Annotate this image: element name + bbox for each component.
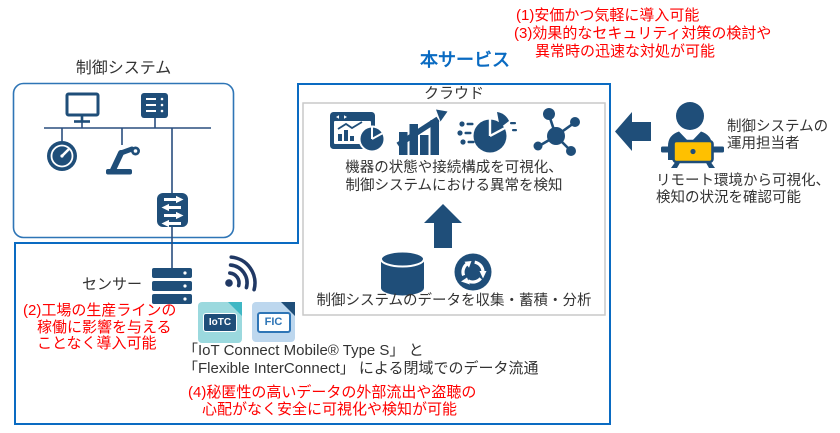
operator-desc-line1: リモート環境から可視化、 bbox=[656, 173, 830, 189]
operator-role-line2: 運用担当者 bbox=[727, 135, 800, 152]
bar-chart-growth-icon bbox=[396, 109, 448, 155]
benefit-2-line2: 稼働に影響を与える bbox=[37, 318, 172, 336]
server-icon bbox=[141, 93, 168, 118]
iotc-badge-label: IoTC bbox=[203, 313, 237, 332]
monitor-icon bbox=[65, 92, 100, 123]
connectivity-caption: 「IoT Connect Mobile® Type S」 と 「Flexible… bbox=[183, 342, 538, 377]
dashboard-icon bbox=[330, 112, 386, 153]
switch-icon bbox=[157, 193, 188, 228]
benefit-4-line2: 心配がなく安全に可視化や検知が可能 bbox=[202, 400, 458, 418]
left-arrow-icon bbox=[615, 112, 651, 151]
benefit-2-line1: (2)工場の生産ラインの bbox=[23, 302, 177, 319]
benefit-3-line2: 異常時の迅速な対処が可能 bbox=[535, 43, 716, 60]
robot-arm-icon bbox=[106, 146, 140, 175]
benefit-4-text: (4)秘匿性の高いデータの外部流出や盗聴の 心配がなく安全に可視化や検知が可能 bbox=[188, 384, 477, 418]
network-molecule-icon bbox=[533, 108, 580, 156]
cloud-visualize-line2: 制御システムにおける異常を検知 bbox=[345, 177, 563, 194]
operator-role-text: 制御システムの 運用担当者 bbox=[727, 119, 828, 152]
pie-chart-analysis-icon bbox=[457, 112, 517, 153]
operator-person-icon bbox=[661, 102, 724, 168]
benefit-2-line3: ことなく導入可能 bbox=[37, 335, 157, 352]
operator-desc-text: リモート環境から可視化、 検知の状況を確認可能 bbox=[656, 173, 830, 207]
service-title: 本サービス bbox=[420, 50, 510, 70]
network-lines bbox=[44, 118, 211, 268]
control-system-box bbox=[12, 82, 235, 239]
connectivity-line2: 「Flexible InterConnect」 による閉域でのデータ流通 bbox=[183, 359, 539, 377]
service-outline bbox=[14, 83, 611, 425]
fic-badge-label: FIC bbox=[256, 311, 291, 333]
up-arrow-icon bbox=[424, 204, 462, 248]
connectivity-line1: 「IoT Connect Mobile® Type S」 と bbox=[183, 342, 424, 359]
sensor-icon bbox=[152, 268, 192, 304]
iotc-badge: IoTC bbox=[198, 302, 242, 343]
iotc-fold-corner bbox=[228, 302, 242, 316]
control-system-title: 制御システム bbox=[75, 60, 172, 77]
benefit-3-line1: (3)効果的なセキュリティ対策の検討や bbox=[514, 25, 772, 42]
operator-desc-line2: 検知の状況を確認可能 bbox=[656, 190, 801, 206]
fic-badge: FIC bbox=[252, 302, 295, 342]
database-icon bbox=[380, 250, 425, 296]
cloud-visualize-text: 機器の状態や接続構成を可視化、 制御システムにおける異常を検知 bbox=[303, 160, 605, 195]
refresh-icon bbox=[454, 253, 492, 291]
cloud-title: クラウド bbox=[423, 85, 484, 102]
cloud-visualize-line1: 機器の状態や接続構成を可視化、 bbox=[345, 160, 563, 176]
gauge-icon bbox=[47, 141, 77, 171]
benefit-4-line1: (4)秘匿性の高いデータの外部流出や盗聴の bbox=[188, 384, 477, 401]
benefit-1-line: (1)安価かつ気軽に導入可能 bbox=[516, 7, 700, 24]
cloud-collect-text: 制御システムのデータを収集・蓄積・分析 bbox=[316, 293, 592, 309]
benefit-2-text: (2)工場の生産ラインの 稼働に影響を与える ことなく導入可能 bbox=[23, 302, 177, 353]
wireless-signal-icon bbox=[225, 255, 257, 292]
operator-role-line1: 制御システムの bbox=[727, 119, 829, 135]
sensor-label: センサー bbox=[82, 276, 143, 293]
benefit-1-3-text: (1)安価かつ気軽に導入可能 (3)効果的なセキュリティ対策の検討や 異常時の迅… bbox=[514, 7, 771, 61]
